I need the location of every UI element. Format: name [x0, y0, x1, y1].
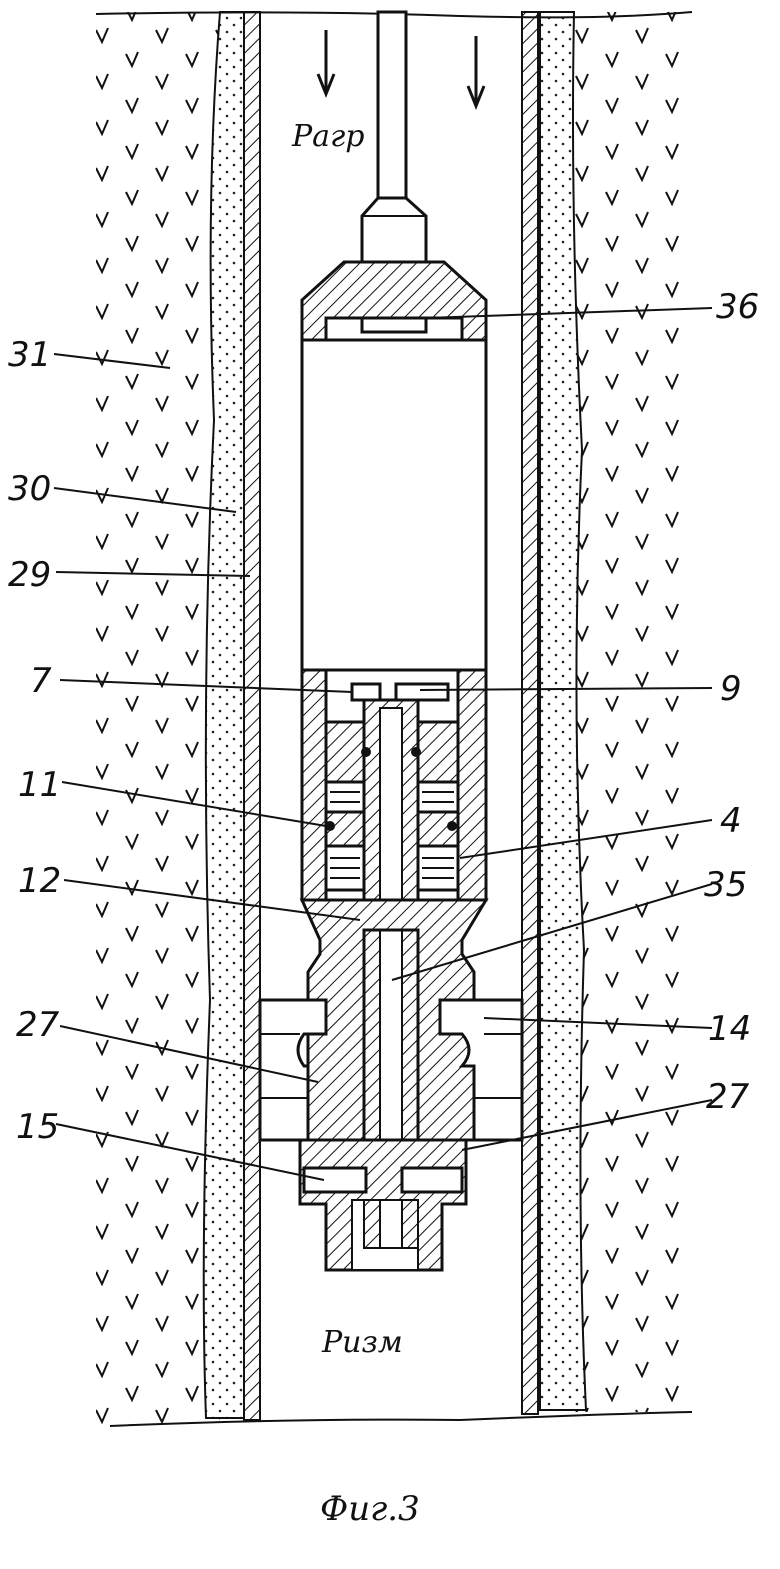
lower-housing-outer-left	[300, 668, 328, 902]
flow-arrow-right	[466, 36, 486, 111]
label-15: 15	[16, 1107, 59, 1147]
label-11: 11	[18, 765, 61, 805]
leader-lines-left	[53, 353, 361, 1181]
cable-head	[360, 196, 428, 264]
label-4: 4	[720, 801, 742, 841]
rock-formation-left	[96, 12, 220, 1426]
packer-left	[258, 998, 328, 1142]
label-9: 9	[720, 669, 742, 709]
pressure-bottom-label: Pизм	[321, 1325, 403, 1360]
pressure-top-label: Pагр	[291, 119, 364, 154]
label-27-left: 27	[16, 1005, 60, 1045]
inner-sleeve-left	[324, 720, 366, 784]
lower-housing-outer-right	[456, 668, 488, 902]
valve-9	[394, 682, 450, 702]
cable	[376, 10, 408, 200]
packer-right	[438, 998, 524, 1142]
casing-wall-right	[521, 11, 539, 1415]
cement-right	[539, 11, 588, 1411]
valve-7	[350, 682, 382, 702]
cement-left	[202, 11, 245, 1419]
top-break-line	[95, 11, 693, 19]
inner-sleeve-right	[416, 720, 460, 784]
casing-wall-left	[243, 11, 261, 1421]
label-36: 36	[716, 287, 759, 327]
label-12: 12	[18, 861, 61, 901]
upper-chamber-left	[324, 780, 366, 814]
rock-formation-right	[570, 12, 692, 1412]
label-35: 35	[704, 865, 747, 905]
top-cap-insert	[360, 316, 428, 334]
housing-body	[300, 338, 488, 672]
pin-15-right	[400, 1166, 464, 1194]
label-31: 31	[8, 335, 51, 375]
upper-chamber-right	[416, 780, 460, 814]
label-14: 14	[708, 1009, 751, 1049]
figure-caption: Фиг.3	[320, 1489, 420, 1529]
flow-arrow-left	[316, 30, 336, 99]
leader-lines-right	[391, 307, 713, 1151]
pin-15-left	[302, 1166, 368, 1194]
label-27-right: 27	[706, 1077, 750, 1117]
housing-top-cap	[300, 260, 488, 342]
label-29: 29	[8, 555, 51, 595]
bottom-break-line	[109, 1411, 693, 1427]
label-7: 7	[30, 661, 52, 701]
lower-body	[299, 898, 489, 1142]
label-30: 30	[8, 469, 51, 509]
